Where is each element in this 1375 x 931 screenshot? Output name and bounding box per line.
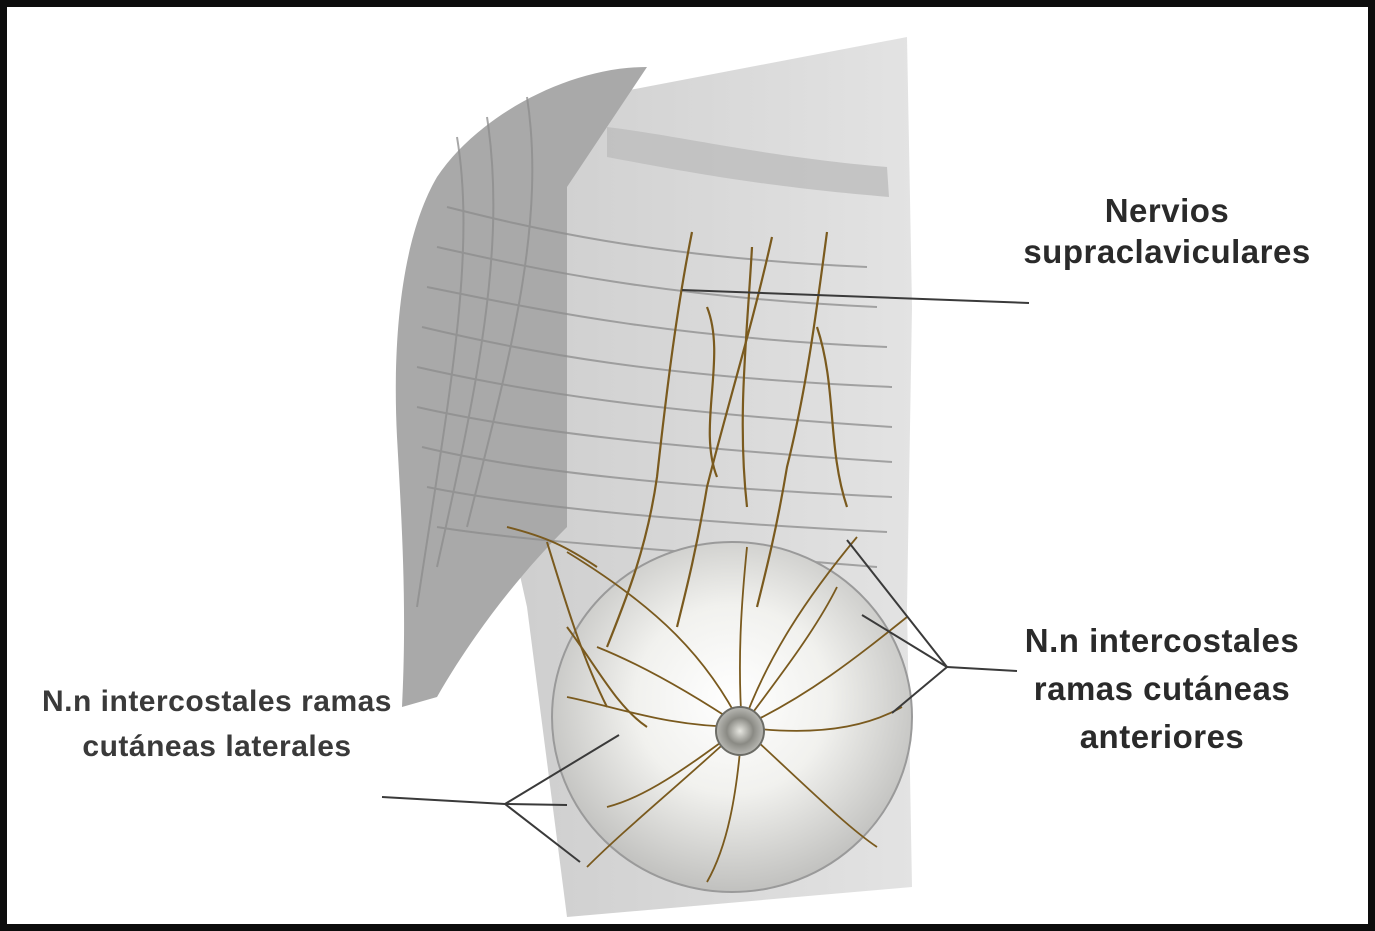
label-anterior-line1: N.n intercostales bbox=[952, 617, 1372, 665]
label-lateral-line1: N.n intercostales ramas bbox=[7, 679, 427, 724]
nipple bbox=[716, 707, 764, 755]
label-anterior-line2: ramas cutáneas bbox=[952, 665, 1372, 713]
label-supraclavicular-line1: Nervios bbox=[957, 190, 1375, 231]
label-supraclavicular-line2: supraclaviculares bbox=[957, 231, 1375, 272]
label-anterior-cutaneous-branches: N.n intercostales ramas cutáneas anterio… bbox=[952, 617, 1372, 761]
label-supraclavicular-nerves: Nervios supraclaviculares bbox=[957, 190, 1375, 273]
label-lateral-cutaneous-branches: N.n intercostales ramas cutáneas lateral… bbox=[7, 679, 427, 769]
anatomy-illustration bbox=[7, 7, 1368, 924]
label-anterior-line3: anteriores bbox=[952, 713, 1372, 761]
label-lateral-line2: cutáneas laterales bbox=[7, 724, 427, 769]
